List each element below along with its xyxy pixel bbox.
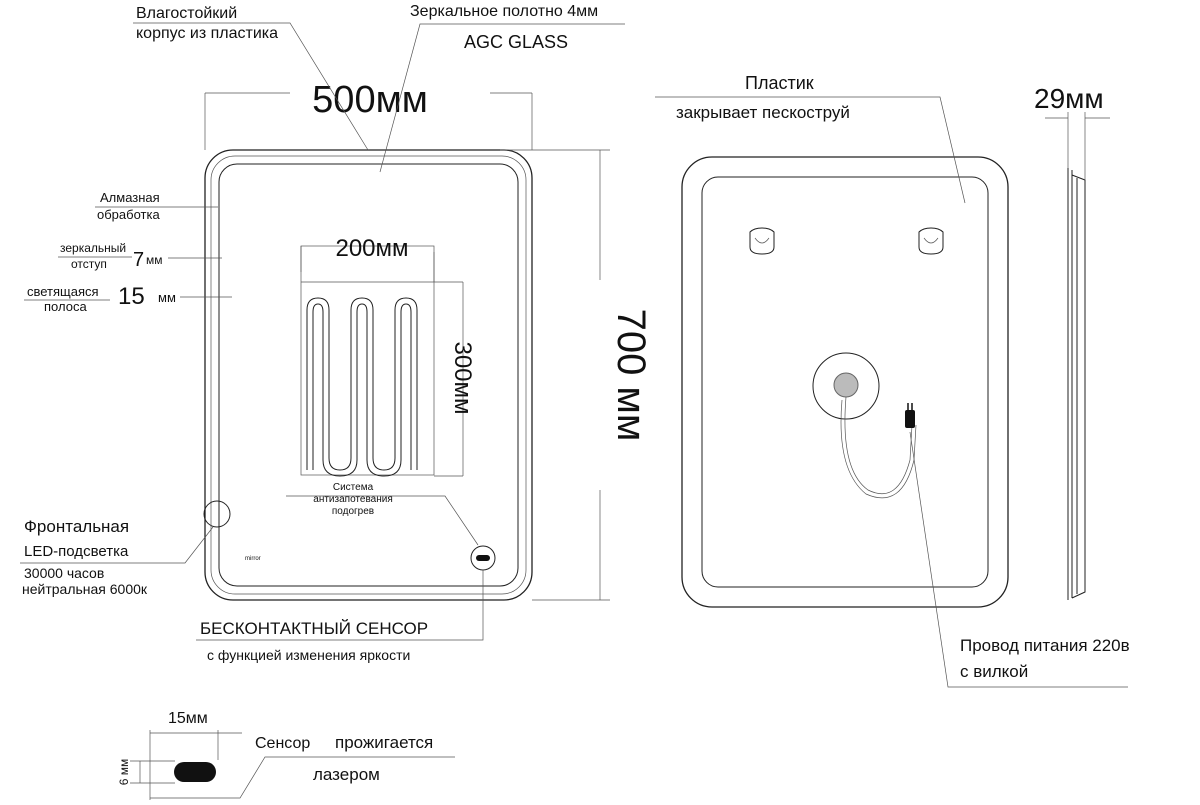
housing-label-2: корпус из пластика [136,25,278,42]
mirror-offset-unit: мм [146,253,163,267]
laser-label-2: лазером [313,765,380,784]
driver-module-core [833,372,859,398]
laser-leader [150,756,455,799]
diamond-callout: Алмазная обработка [95,190,218,222]
plastic-label-2: закрывает пескоструй [676,103,850,122]
back-inner-panel [701,176,989,588]
mirror-offset-num: 7 [133,249,144,271]
housing-label-1: Влагостойкий [136,5,237,22]
hanger-right-icon [918,227,944,255]
heater-coil-inner [312,303,412,477]
plastic-callout: Пластик закрывает пескоструй [655,73,966,204]
width-dimension: 500мм [204,79,533,150]
strip-num: 15 [118,283,145,310]
power-callout: Провод питания 220в с вилкой [909,431,1130,688]
led-marker-circle [203,500,231,528]
front-led-callout: Фронтальная LED-подсветка 30000 часов не… [20,517,214,597]
antifog-label-2: антизапотевания [313,494,392,505]
front-label-2: LED-подсветка [24,543,129,560]
front-outer-frame [204,149,533,601]
width-label: 500мм [312,79,428,121]
diamond-label-2: обработка [97,207,160,222]
driver-module-outer [812,352,880,420]
heater-coil [306,297,418,471]
heater-height-label: 300мм [449,341,476,414]
diamond-label-1: Алмазная [100,190,160,205]
hanger-left [749,227,775,255]
height-dimension: 700 мм [500,149,653,601]
mirror-offset-label-2: отступ [71,257,107,271]
power-label-2: с вилкой [960,662,1028,681]
glass-leader [379,23,625,173]
antifog-leader [286,495,479,546]
glass-label-2: AGC GLASS [464,32,568,52]
height-label: 700 мм [609,309,653,442]
strip-unit: мм [158,290,176,305]
sensor-label-1: БЕСКОНТАКТНЫЙ СЕНСОР [200,619,428,638]
sensor-height-label: 6 мм [117,759,131,786]
housing-callout: Влагостойкий корпус из пластика [133,5,369,151]
antifog-callout: Система антизапотевания подогрев [286,482,479,546]
hanger-left-icon [749,227,775,255]
sensor-leader [196,570,484,641]
power-cable [844,396,913,495]
antifog-label-3: подогрев [332,506,374,517]
heater-width-label: 200мм [335,235,408,262]
strip-callout: светящаяся полоса 15 мм [24,283,232,314]
strip-label-1: светящаяся [27,284,99,299]
side-view: 29мм [1034,83,1110,600]
front-label-1: Фронтальная [24,517,129,536]
front-led-leader [20,526,214,564]
glass-callout: Зеркальное полотно 4мм AGC GLASS [379,3,625,173]
front-led-strip [210,155,527,595]
back-view [681,156,1009,608]
hanger-right [918,227,944,255]
sensor-detail: 15мм 6 мм Сенсор прожигается лазером [117,710,455,800]
heater-pad [300,245,435,476]
plastic-label-1: Пластик [745,73,814,93]
front-label-3: 30000 часов [24,565,104,581]
sensor-callout: БЕСКОНТАКТНЫЙ СЕНСОР с функцией изменени… [196,570,484,663]
plastic-leader [655,96,966,204]
strip-label-2: полоса [44,299,87,314]
front-label-4: нейтральная 6000к [22,581,148,597]
housing-leader [133,22,369,151]
heater-element [300,245,464,477]
depth-label: 29мм [1034,83,1104,114]
front-view: mirror [203,149,533,601]
plug-icon [905,410,915,428]
side-profile [1067,168,1086,600]
back-outer-frame [681,156,1009,608]
sensor-laser-pad-icon [174,762,216,782]
power-label-1: Провод питания 220в [960,636,1130,655]
antifog-label-1: Система [333,482,374,493]
laser-word-1: Сенсор [255,735,310,752]
front-mirror-face [218,163,519,587]
mirror-offset-label-1: зеркальный [60,241,126,255]
sensor-pad-icon [476,555,490,561]
glass-label-1: Зеркальное полотно 4мм [410,3,598,20]
laser-word-2: прожигается [335,733,433,752]
power-leader [909,431,1128,688]
sensor-label-2: с функцией изменения яркости [207,647,410,663]
brand-logo: mirror [245,556,261,562]
mirror-offset-callout: зеркальный отступ 7 мм [58,241,222,271]
sensor-size-label: 15мм [168,710,208,727]
